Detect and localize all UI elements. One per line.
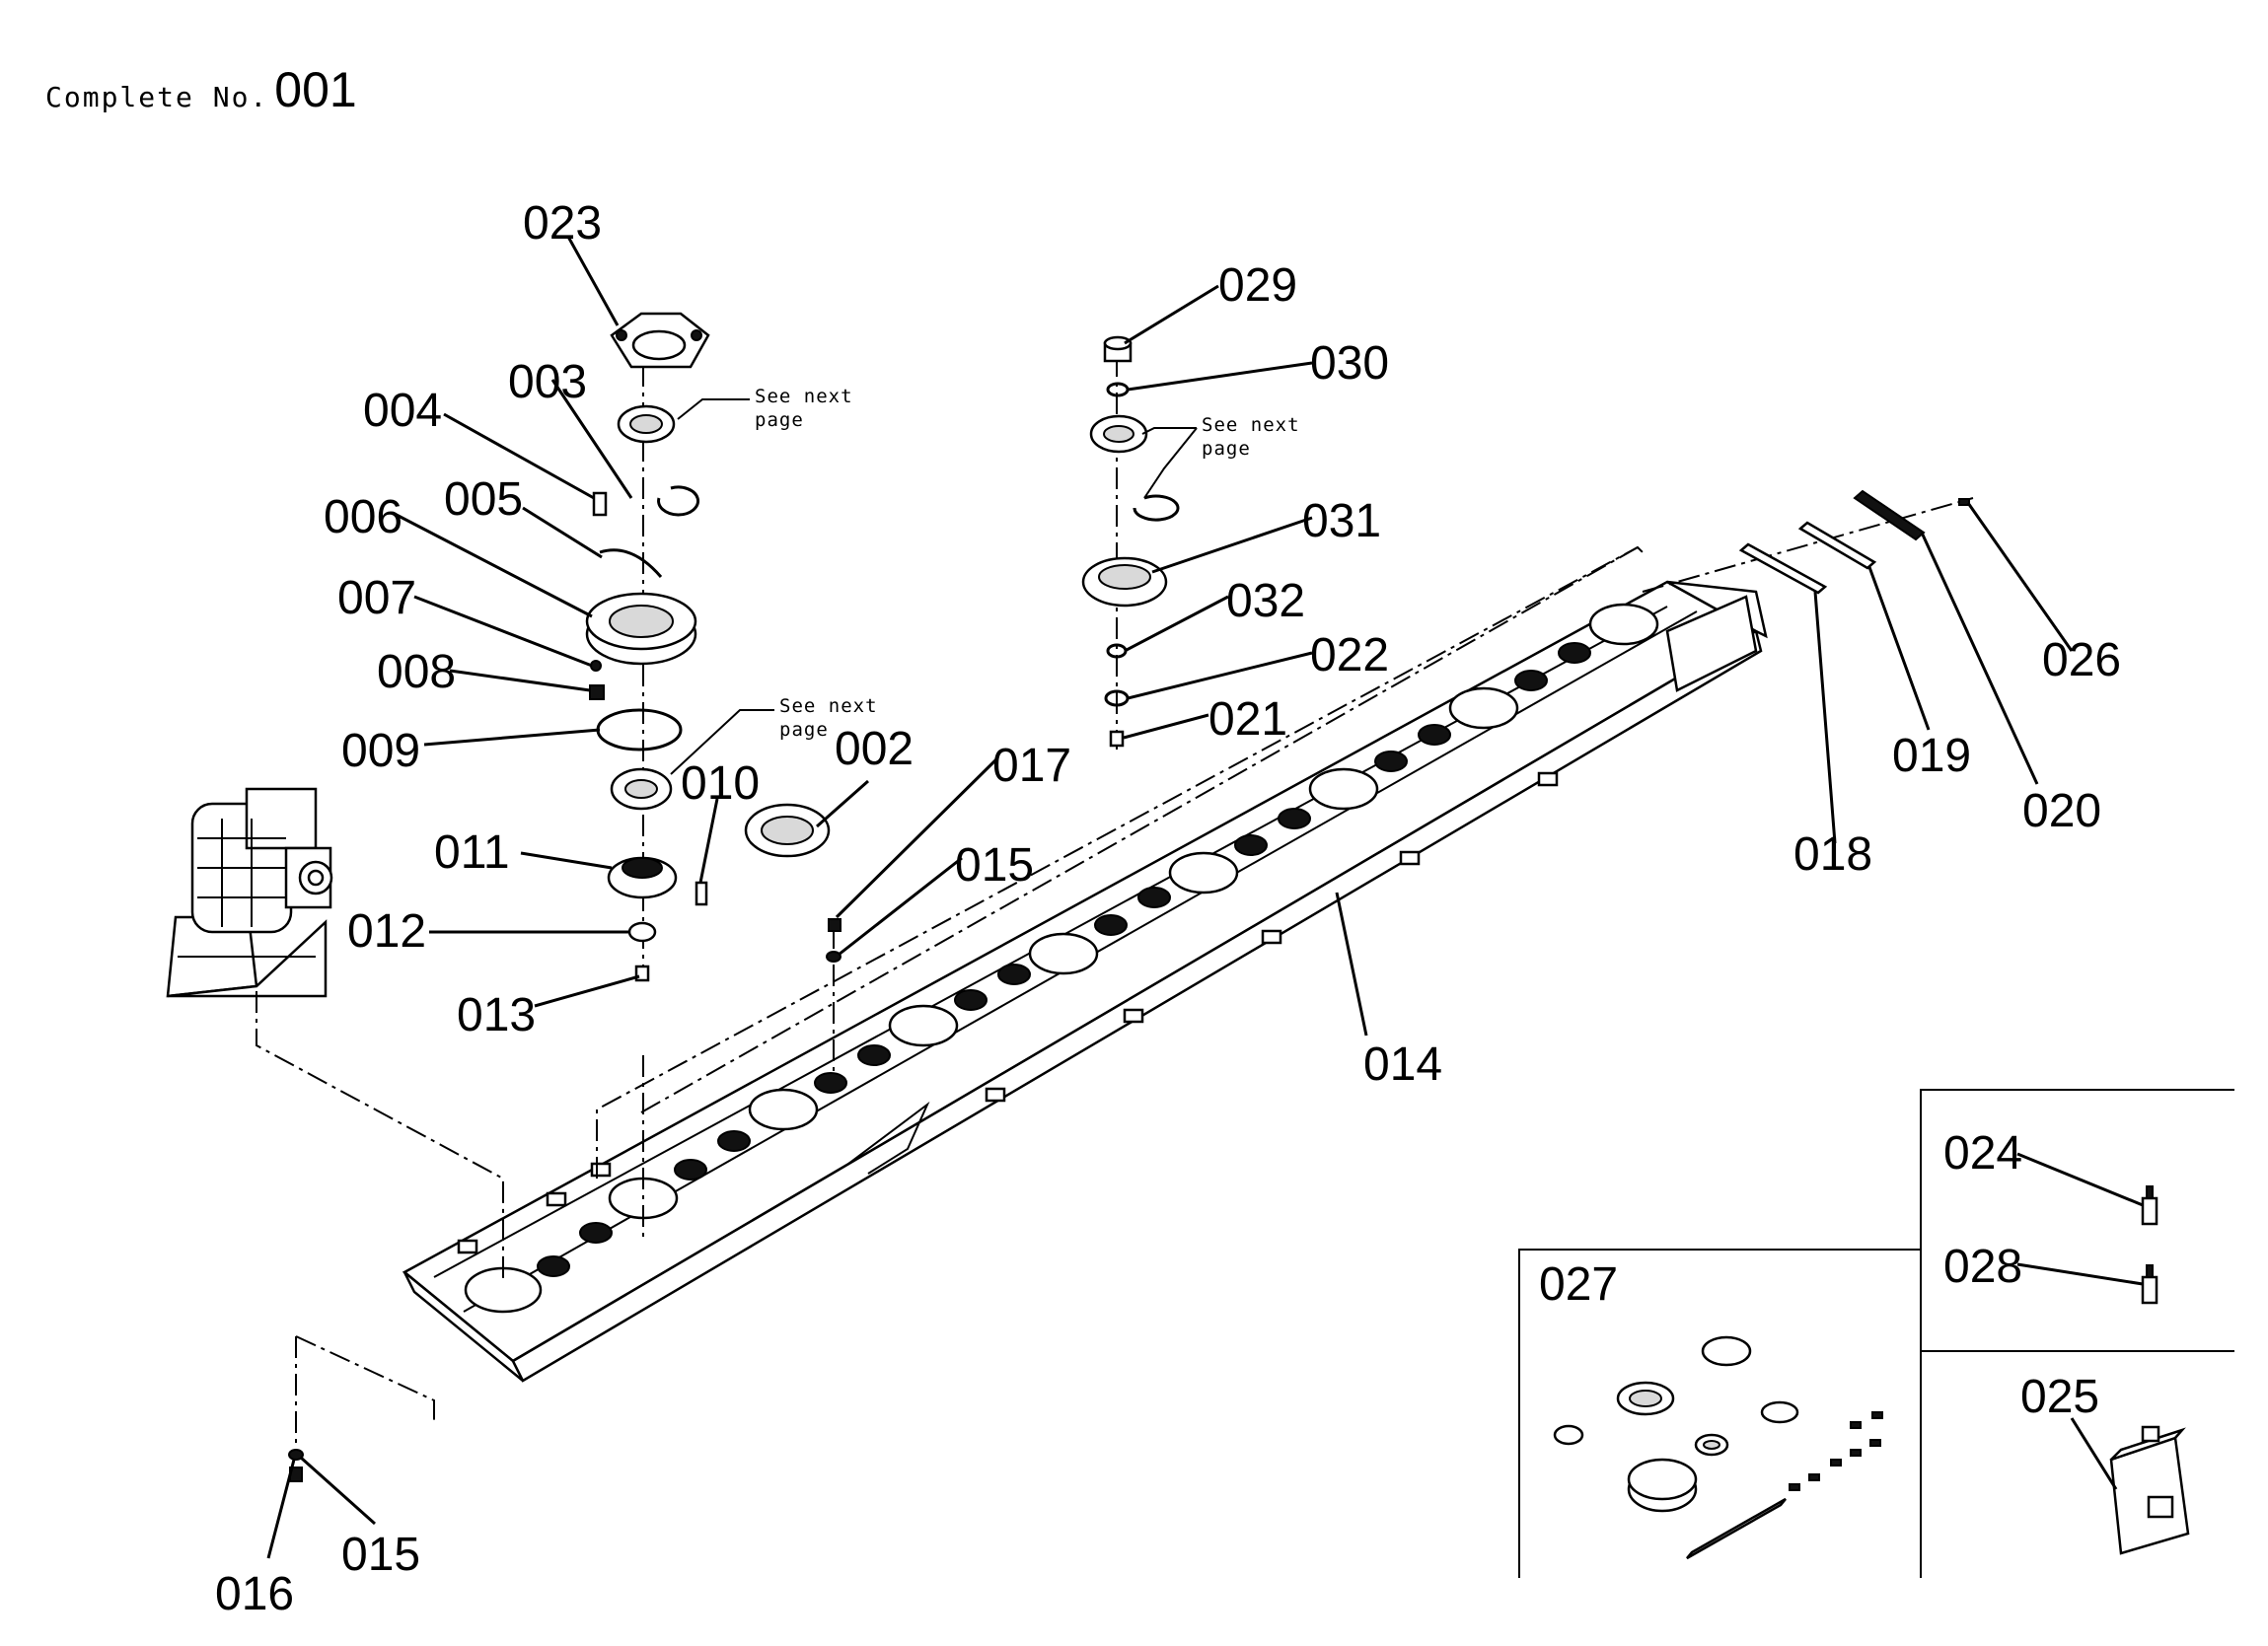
- see-next-page-note-3: See next page: [670, 695, 878, 775]
- callout-028: 028: [1943, 1241, 2022, 1293]
- part-007-nipple: [590, 660, 602, 672]
- callout-032: 032: [1226, 575, 1305, 627]
- part-011-bearing: [607, 856, 678, 899]
- callout-026: 026: [2042, 634, 2121, 686]
- part-013-nut: [634, 965, 650, 982]
- svg-text:page: page: [779, 719, 829, 741]
- gearbox: [166, 787, 333, 998]
- part-012-washer: [627, 921, 657, 943]
- callout-023: 023: [523, 197, 602, 250]
- callout-009: 009: [341, 725, 420, 777]
- part-bearing-top-mid: [1089, 414, 1148, 454]
- callout-010: 010: [681, 757, 760, 810]
- callout-011: 011: [434, 826, 510, 879]
- callout-004: 004: [363, 385, 442, 437]
- callout-022: 022: [1310, 629, 1389, 681]
- bar-large-holes: [464, 603, 1659, 1314]
- part-015-washer-bottom: [288, 1449, 304, 1461]
- part-028-grease-tube: [2141, 1264, 2158, 1305]
- part-006-housing: [585, 592, 697, 666]
- cutter-bar-014: [402, 580, 1768, 1383]
- callout-017: 017: [992, 740, 1071, 792]
- callout-003: 003: [508, 356, 587, 408]
- part-002-seal: [744, 803, 831, 858]
- part-015-washer: [826, 951, 841, 963]
- callout-020: 020: [2022, 785, 2101, 837]
- callout-014: 014: [1363, 1038, 1442, 1091]
- callout-016: 016: [215, 1568, 294, 1620]
- part-025-oil-can: [2109, 1425, 2190, 1555]
- callout-008: 008: [377, 646, 456, 698]
- callout-007: 007: [337, 572, 416, 624]
- complete-label: Complete No.: [45, 81, 269, 113]
- part-010-key: [695, 881, 708, 906]
- callout-029: 029: [1218, 259, 1297, 312]
- callout-006: 006: [324, 491, 402, 543]
- circlip-mid: [1133, 494, 1180, 522]
- bar-small-holes: [537, 642, 1591, 1277]
- leader-lines: [266, 236, 2144, 1559]
- callout-019: 019: [1892, 730, 1971, 782]
- callout-002: 002: [835, 723, 914, 775]
- svg-text:page: page: [755, 409, 804, 431]
- part-031-seal: [1081, 556, 1168, 608]
- svg-text:page: page: [1202, 438, 1251, 460]
- kit-pins: [1789, 1411, 1883, 1491]
- service-kit-inset: [1518, 1089, 2234, 1578]
- callout-024: 024: [1943, 1127, 2022, 1180]
- part-005-pin: [599, 548, 663, 578]
- part-026-pin: [1958, 498, 1970, 506]
- part-020-shaft: [1853, 489, 1926, 541]
- svg-text:See next: See next: [779, 695, 878, 717]
- part-010-bearing: [610, 767, 673, 811]
- callout-027: 027: [1539, 1258, 1618, 1311]
- callout-013: 013: [457, 989, 536, 1041]
- centerlines: [256, 355, 1974, 1455]
- callout-021: 021: [1208, 693, 1287, 746]
- part-003-circlip: [657, 485, 700, 517]
- part-029-cap: [1103, 335, 1133, 363]
- part-024-grease-tube: [2141, 1185, 2158, 1226]
- mounting-tabs: [457, 771, 1559, 1254]
- callout-018: 018: [1793, 828, 1872, 881]
- complete-number-header: Complete No.001: [45, 61, 357, 118]
- part-009-o-ring: [596, 708, 683, 751]
- callout-025: 025: [2020, 1371, 2099, 1423]
- part-021-bolt: [1109, 730, 1125, 748]
- callout-005: 005: [444, 473, 523, 526]
- part-008-plug: [589, 684, 605, 700]
- svg-text:See next: See next: [755, 386, 853, 407]
- part-019-shaft: [1797, 521, 1877, 570]
- callout-030: 030: [1310, 337, 1389, 390]
- part-004-bolt: [592, 491, 608, 517]
- part-023-cover: [610, 312, 710, 369]
- callout-015: 015: [955, 839, 1034, 892]
- part-017-bolt: [828, 918, 841, 932]
- callout-015-bottom: 015: [341, 1529, 420, 1581]
- part-003-bearing: [617, 404, 676, 444]
- part-018-shaft: [1738, 542, 1828, 595]
- callout-labels: 023 003 004 005 006 007 008 009 010 002 …: [215, 197, 2121, 1620]
- complete-number: 001: [274, 62, 357, 117]
- see-next-page-note-2: See next page: [1141, 414, 1300, 499]
- callout-012: 012: [347, 905, 426, 958]
- see-next-page-note-1: See next page: [677, 386, 853, 431]
- svg-text:See next: See next: [1202, 414, 1300, 436]
- callout-031: 031: [1302, 495, 1381, 547]
